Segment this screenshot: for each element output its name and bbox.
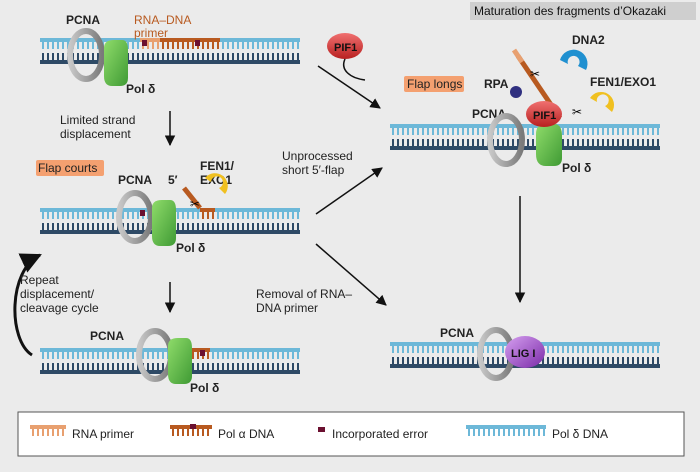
repeat-cycle-arrow: [13, 253, 42, 357]
pcna-label-2: PCNA: [118, 173, 152, 187]
step-limited-line2: displacement: [60, 127, 131, 141]
step-repeat-line1: Repeat: [20, 273, 59, 287]
rpa-protein: [510, 86, 522, 98]
fen1-label-line1: FEN1/: [200, 159, 235, 173]
scissors-icon-dna2: ✂: [530, 67, 540, 81]
dna2-protein: [560, 49, 588, 70]
legend-error-swatch: [318, 427, 325, 432]
flap-courts-tag: [36, 160, 104, 176]
arrow-unprocessed: [315, 167, 383, 215]
pif1-protein: [327, 33, 363, 59]
fen1-protein: [205, 173, 228, 194]
pol-delta-protein: [104, 40, 128, 86]
legend-alpha-error: [190, 424, 196, 429]
scissors-icon-fen1: ✂: [572, 105, 582, 119]
legend-pol-alpha-swatch: [170, 424, 212, 436]
legend-rna-primer: RNA primer: [72, 427, 134, 441]
five-prime-label: 5′: [168, 173, 178, 187]
step-removal-line1: Removal of RNA–: [256, 287, 352, 301]
error-mark: [140, 210, 145, 216]
primer-label-line2: primer: [134, 26, 168, 40]
pcna-label: PCNA: [66, 13, 100, 27]
error-mark: [142, 40, 147, 46]
dna-duplex-initial: [40, 38, 300, 64]
pif1-protein-bound: [526, 101, 562, 127]
step-unprocessed-line2: short 5′-flap: [282, 163, 345, 177]
short-flap-strand: [182, 186, 202, 210]
step-repeat-line3: cleavage cycle: [20, 301, 99, 315]
legend-error: Incorporated error: [332, 427, 428, 441]
title-box: [470, 2, 696, 20]
error-mark: [195, 40, 200, 46]
flap-courts-label: Flap courts: [38, 161, 97, 175]
pol-delta-label-4: Pol δ: [562, 161, 591, 175]
lig1-protein: [505, 336, 545, 368]
pif1-bound-label: PIF1: [533, 110, 556, 122]
pcna-ring-4: [487, 113, 525, 167]
arrow-removal: [315, 243, 387, 306]
dna-duplex-long-flap: [390, 124, 660, 150]
pol-delta-label-2: Pol δ: [176, 241, 205, 255]
primer-label-line1: RNA–DNA: [134, 13, 191, 27]
pif1-label: PIF1: [334, 42, 357, 54]
arrow-pif1: [317, 65, 381, 109]
pol-delta-protein-2: [152, 200, 176, 246]
pcna-ring-2: [116, 190, 154, 244]
step-limited-line1: Limited strand: [60, 113, 135, 127]
step-repeat-line2: displacement/: [20, 287, 95, 301]
fen1-protein-right: [590, 91, 615, 112]
pcna-label-3: PCNA: [90, 329, 124, 343]
pif1-curve: [343, 58, 366, 81]
rpa-label: RPA: [484, 77, 509, 91]
step-removal-line2: DNA primer: [256, 301, 318, 315]
pol-delta-label: Pol δ: [126, 82, 155, 96]
flap-longs-label: Flap longs: [407, 77, 462, 91]
legend-pol-alpha: Pol α DNA: [218, 427, 274, 441]
pol-delta-label-3: Pol δ: [190, 381, 219, 395]
diagram-title: Maturation des fragments d’Okazaki: [474, 4, 666, 18]
legend-pol-delta: Pol δ DNA: [552, 427, 608, 441]
scissors-icon: ✂: [190, 197, 200, 211]
legend-pol-delta-swatch: [466, 425, 546, 436]
flap-longs-tag: [404, 76, 464, 92]
step-unprocessed-line1: Unprocessed: [282, 149, 353, 163]
dna2-label: DNA2: [572, 33, 605, 47]
pol-delta-protein-3: [168, 338, 192, 384]
pol-delta-protein-4: [536, 124, 562, 166]
long-flap-rna: [511, 48, 525, 64]
pcna-ring: [67, 28, 105, 82]
lig1-label: LIG I: [511, 348, 535, 360]
legend-box: [17, 411, 685, 457]
fen1-label-right: FEN1/EXO1: [590, 75, 656, 89]
legend-rna-primer-swatch: [30, 425, 66, 436]
error-mark: [200, 350, 205, 356]
pcna-label-5: PCNA: [440, 326, 474, 340]
